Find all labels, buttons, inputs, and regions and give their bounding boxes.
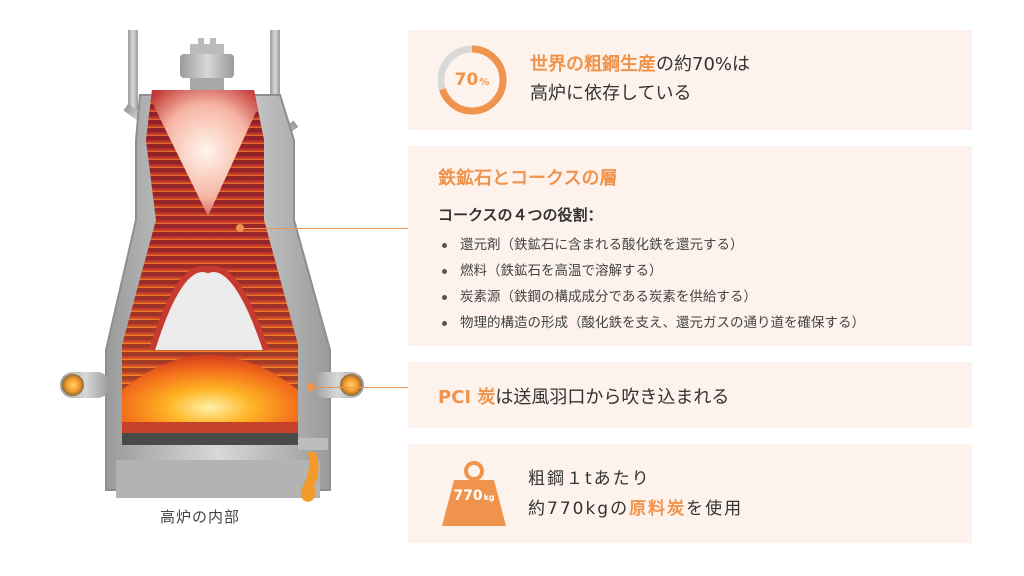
list-item: 還元剤（鉄鉱石に含まれる酸化鉄を還元する） (442, 232, 865, 258)
furnace-caption: 高炉の内部 (159, 508, 240, 526)
share-ring-label: 70% (436, 44, 508, 116)
weight-unit: kg (483, 493, 495, 502)
pci-text: PCI 炭は送風羽口から吹き込まれる (438, 383, 729, 409)
ring-unit: % (479, 77, 490, 88)
list-item: 燃料（鉄鉱石を高温で溶解する） (442, 258, 865, 284)
pci-highlight: PCI 炭 (438, 387, 496, 408)
share-text: 世界の粗鋼生産の約70%は 高炉に依存している (530, 50, 750, 108)
usage-card: 770kg 粗鋼１tあたり 約770kgの原料炭を使用 (408, 444, 972, 543)
share-ring-arc (437, 45, 507, 115)
pci-marker-dot (307, 383, 315, 391)
share-highlight: 世界の粗鋼生産 (530, 54, 656, 75)
weight-value: 770 (453, 488, 483, 504)
weight-label: 770kg (438, 488, 510, 504)
layer-connector-line (244, 228, 408, 229)
usage-line1: 粗鋼１tあたり (528, 469, 651, 489)
layer-marker-dot (236, 224, 244, 232)
layers-title: 鉄鉱石とコークスの層 (438, 168, 618, 189)
list-item: 物理的構造の形成（酸化鉄を支え、還元ガスの通り道を確保する） (442, 310, 865, 336)
pci-connector-line (315, 387, 408, 388)
layers-card: 鉄鉱石とコークスの層 コークスの４つの役割： 還元剤（鉄鉱石に含まれる酸化鉄を還… (408, 146, 972, 346)
pci-rest: は送風羽口から吹き込まれる (495, 387, 730, 408)
coke-roles-list: 還元剤（鉄鉱石に含まれる酸化鉄を還元する） 燃料（鉄鉱石を高温で溶解する） 炭素… (442, 232, 865, 336)
coke-roles-subtitle: コークスの４つの役割： (438, 206, 603, 224)
weight-icon (442, 461, 506, 526)
usage-line2-suffix: を使用 (686, 499, 744, 519)
share-card: 70% 世界の粗鋼生産の約70%は 高炉に依存している (408, 30, 972, 130)
pci-card: PCI 炭は送風羽口から吹き込まれる (408, 362, 972, 428)
usage-text: 粗鋼１tあたり 約770kgの原料炭を使用 (528, 464, 743, 524)
blast-furnace-illustration (60, 30, 364, 502)
share-line2: 高炉に依存している (530, 83, 692, 104)
list-item: 炭素源（鉄鋼の構成成分である炭素を供給する） (442, 284, 865, 310)
share-line1-rest: の約70%は (656, 54, 751, 75)
ring-value: 70 (454, 70, 479, 90)
share-ring-chart (437, 45, 507, 115)
usage-line2-prefix: 約770kgの (528, 499, 630, 519)
usage-highlight: 原料炭 (629, 499, 687, 519)
